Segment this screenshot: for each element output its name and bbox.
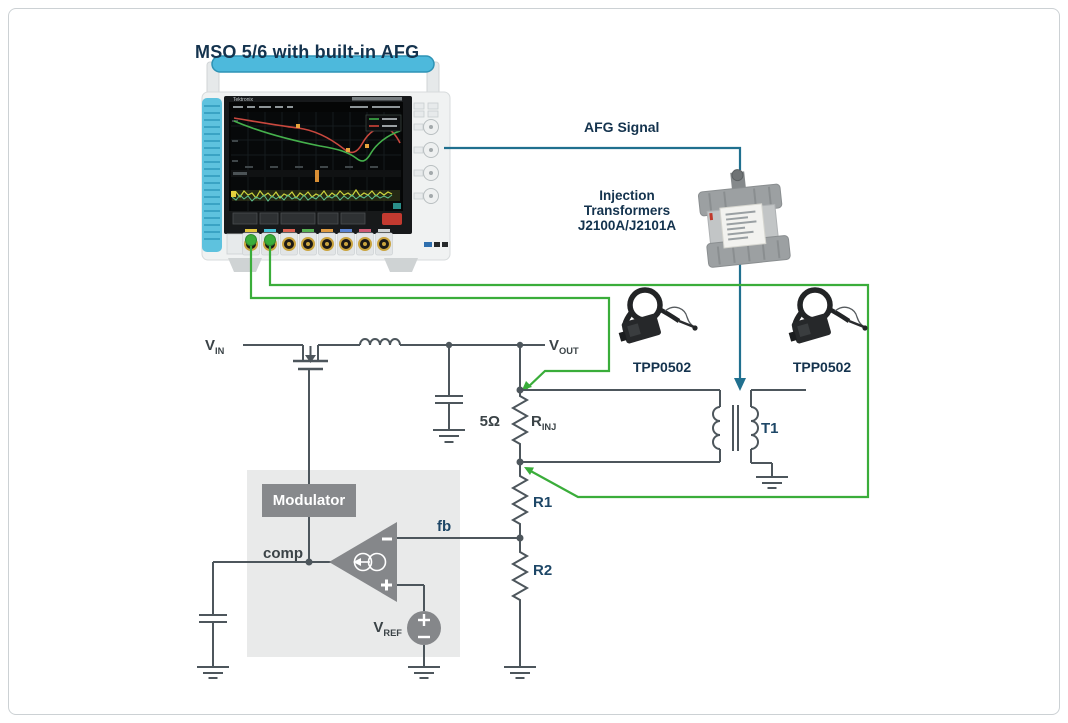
fb-label: fb: [437, 518, 452, 535]
bnc-connector-ch2: [264, 234, 276, 246]
scope-waveform-pane: [231, 177, 401, 211]
noninverting-input-mark: [381, 579, 392, 591]
rinj-value-label: 5Ω: [479, 413, 500, 430]
modulator-label: Modulator: [272, 492, 346, 509]
error-amplifier: [329, 522, 397, 602]
power-stage-schematic: [197, 338, 806, 679]
scope-brand-logo: Tektronix: [233, 97, 254, 103]
vin-label: VIN: [205, 337, 225, 356]
afg-signal-wire: [444, 146, 742, 379]
afg-signal-label: AFG Signal: [584, 119, 660, 135]
injection-line-3: J2100A/J2101A: [577, 218, 677, 233]
scope-knobs: [423, 119, 439, 204]
scope-handle: [211, 55, 435, 73]
page-border: [8, 8, 1060, 715]
modulator-box: [262, 484, 356, 517]
vref-label: VREF: [373, 619, 402, 638]
rinj-label: RINJ: [531, 413, 557, 432]
probe-right-illustration: [788, 287, 868, 344]
probe-left-illustration: [618, 287, 698, 344]
scope-side-vents: [202, 98, 222, 252]
scope-control-panel: [413, 102, 448, 247]
mosfet-arrow: [305, 355, 316, 363]
oscilloscope-illustration: Tektronix: [201, 55, 451, 272]
diagram-title: MSO 5/6 with built-in AFG: [195, 42, 420, 62]
injection-line-1: Injection: [599, 188, 655, 203]
scope-foot-left: [228, 258, 262, 272]
vref-source: [397, 584, 441, 679]
scope-bode-plot: [231, 112, 402, 170]
scope-run-stop-button: [382, 213, 402, 225]
scope-readout-strip: [229, 211, 403, 226]
probe-wire-ch1-arrowhead: [522, 381, 532, 390]
scope-foot-right: [384, 258, 418, 272]
injection-line-2: Transformers: [583, 203, 671, 218]
scope-screen: [229, 102, 403, 226]
bnc-connector-ch1: [245, 234, 257, 246]
comp-label: comp: [262, 545, 303, 562]
r1-label: R1: [533, 494, 553, 511]
probe-wire-ch2: [268, 246, 870, 499]
probe-wire-ch2-arrowhead: [524, 467, 534, 475]
probe-wire-ch1: [249, 246, 611, 390]
vout-label: VOUT: [549, 337, 579, 356]
injection-transformer-illustration: [697, 169, 791, 268]
probe-left-label: TPP0502: [632, 359, 692, 375]
afg-arrowhead: [734, 378, 746, 391]
junction-dots: [305, 341, 524, 566]
r2-label: R2: [533, 562, 553, 579]
t1-label: T1: [761, 420, 779, 437]
probe-right-label: TPP0502: [792, 359, 852, 375]
injection-transformers-label: Injection Transformers J2100A/J2101A: [557, 188, 697, 233]
